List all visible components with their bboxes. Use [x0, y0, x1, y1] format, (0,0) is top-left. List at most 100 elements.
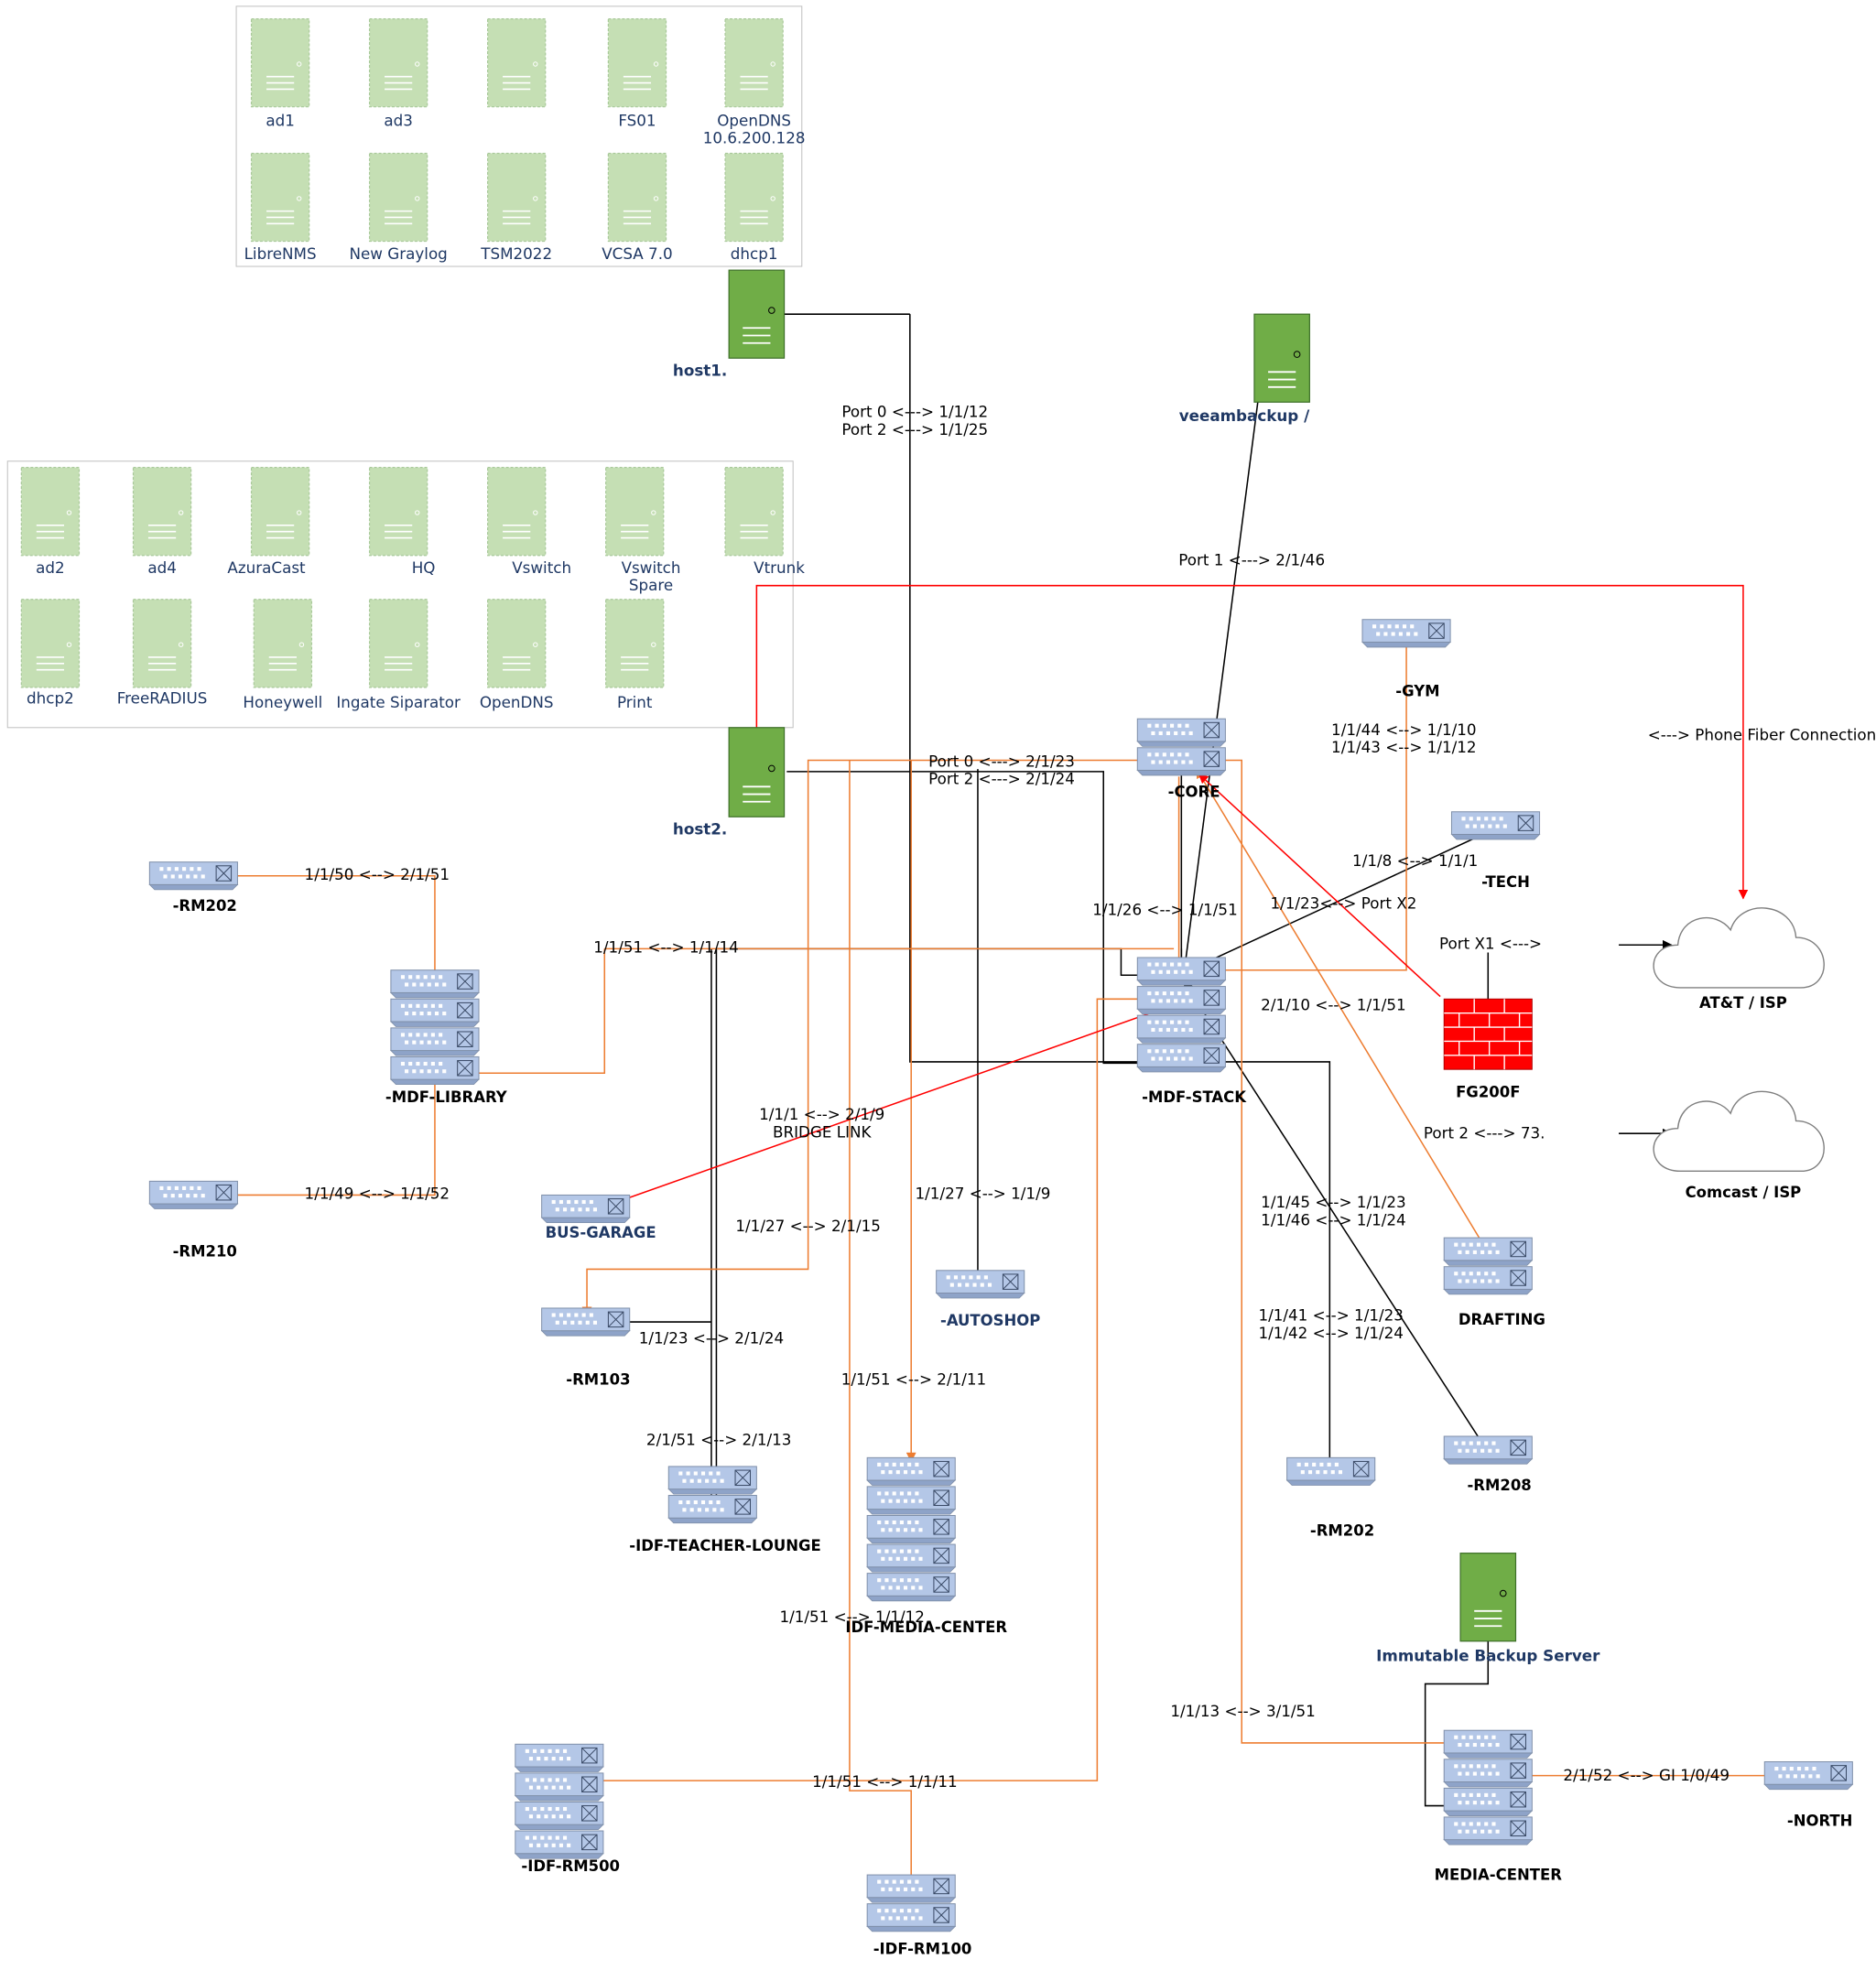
- device-label-tech: -TECH: [1481, 873, 1530, 891]
- switch-module-x: [581, 1805, 598, 1822]
- switch-module-icon: [1830, 1765, 1847, 1781]
- switch-port: [1151, 999, 1155, 1003]
- att-cloud-icon: [1653, 907, 1825, 989]
- stack-member-switch-icon: [1136, 1044, 1227, 1073]
- switch-port: [405, 1040, 409, 1045]
- switch-port: [1484, 1822, 1489, 1826]
- switch-port: [1151, 969, 1155, 974]
- switch-port: [1472, 824, 1477, 828]
- switch-port: [167, 1185, 171, 1190]
- drafting-stack: [1443, 1237, 1534, 1295]
- switch-module-x: [215, 865, 232, 882]
- switch-port: [551, 1843, 556, 1847]
- stack-member-switch-icon: [1136, 1014, 1227, 1044]
- switch-port: [709, 1500, 713, 1505]
- switch-port: [1147, 1020, 1152, 1024]
- switch-port: [1488, 1801, 1492, 1805]
- switch-base: [1443, 1260, 1534, 1266]
- switch-port: [1480, 824, 1485, 828]
- device-label-rm103: -RM103: [566, 1371, 630, 1389]
- switch-port: [419, 1040, 424, 1045]
- switch-port: [408, 1003, 413, 1008]
- switch-port: [439, 1061, 443, 1066]
- switch-port: [980, 1283, 984, 1287]
- switch-base: [1136, 1008, 1227, 1015]
- switch-port: [190, 867, 194, 871]
- switch-port: [976, 1275, 981, 1280]
- switch-port: [969, 1275, 973, 1280]
- switch-port: [1495, 1771, 1500, 1776]
- switch-port: [720, 1508, 724, 1512]
- vm-server-icon: [724, 152, 784, 243]
- switch-port: [1495, 1801, 1500, 1805]
- switch-port: [899, 1578, 904, 1583]
- switch-port: [555, 1748, 559, 1753]
- vm-label: ad3: [384, 111, 413, 129]
- switch-port: [578, 1320, 582, 1325]
- switch-port: [182, 1185, 187, 1190]
- vm-power-icon: [653, 61, 659, 67]
- switch-port: [1488, 1448, 1492, 1453]
- switch-base: [866, 1925, 957, 1932]
- switch-module-icon: [734, 1499, 752, 1515]
- switch-module-x: [734, 1499, 751, 1515]
- switch-port: [712, 1508, 717, 1512]
- vm-label: ad4: [147, 558, 177, 577]
- switch-port: [1465, 1448, 1469, 1453]
- switch-port: [1465, 1801, 1469, 1805]
- switch-port: [1484, 1242, 1489, 1247]
- vm-server-icon: [487, 599, 547, 688]
- switch-port: [1147, 1049, 1152, 1054]
- switch-port: [903, 1586, 908, 1590]
- switch-port: [1177, 1020, 1182, 1024]
- switch-module-icon: [1203, 960, 1220, 978]
- link-label-drafting: 2/1/10 <--> 1/1/51: [1261, 996, 1406, 1014]
- link-label-north: 2/1/52 <--> GI 1/0/49: [1563, 1766, 1730, 1784]
- switch-module-icon: [607, 1198, 624, 1215]
- switch-module-x: [1510, 1762, 1526, 1779]
- switch-port: [1472, 1801, 1477, 1805]
- switch-port: [899, 1879, 904, 1884]
- switch-base: [667, 1517, 758, 1524]
- switch-port: [884, 1549, 889, 1553]
- vm-server-icon: [368, 152, 428, 243]
- host1-label: host1.: [673, 361, 727, 379]
- switch-module-x: [608, 1311, 624, 1327]
- switch-port: [1312, 1462, 1317, 1467]
- core-stack: [1136, 718, 1227, 776]
- switch-port: [1387, 624, 1392, 629]
- switch-port: [1155, 723, 1159, 728]
- switch-port: [544, 1785, 548, 1790]
- switch-port: [892, 1909, 896, 1913]
- switch-port: [533, 1806, 537, 1812]
- switch-port: [567, 1199, 571, 1205]
- switch-port: [442, 1040, 447, 1045]
- switch-port: [1181, 760, 1186, 764]
- switch-port: [1166, 1027, 1170, 1032]
- switch-port: [1801, 1774, 1806, 1779]
- veeam-server: [1253, 313, 1310, 403]
- vm-label: HQ: [412, 558, 436, 577]
- switch-port: [915, 1520, 919, 1525]
- vm2-7: [20, 599, 81, 688]
- switch-port: [1169, 723, 1175, 728]
- switch-port: [1472, 1448, 1477, 1453]
- switch-port: [953, 1275, 958, 1280]
- switch-module-x: [1510, 1733, 1526, 1750]
- switch-port: [1169, 752, 1175, 757]
- switch-port: [1147, 991, 1152, 996]
- switch-port: [439, 1033, 443, 1037]
- switch-module-x: [734, 1469, 751, 1486]
- switch-port: [1454, 1441, 1459, 1445]
- link-label-rm210: 1/1/49 <--> 1/1/52: [305, 1185, 450, 1203]
- server-icon: [1459, 1553, 1517, 1642]
- switch-module-icon: [215, 865, 233, 882]
- device-label-rm202-left: -RM202: [173, 897, 237, 915]
- switch-port: [544, 1757, 548, 1761]
- vm2-5: [605, 467, 665, 557]
- vm-server-icon: [607, 17, 667, 108]
- vm-label: Vtrunk: [754, 558, 805, 577]
- switch-port: [1454, 1764, 1459, 1769]
- switch-port: [416, 1033, 420, 1037]
